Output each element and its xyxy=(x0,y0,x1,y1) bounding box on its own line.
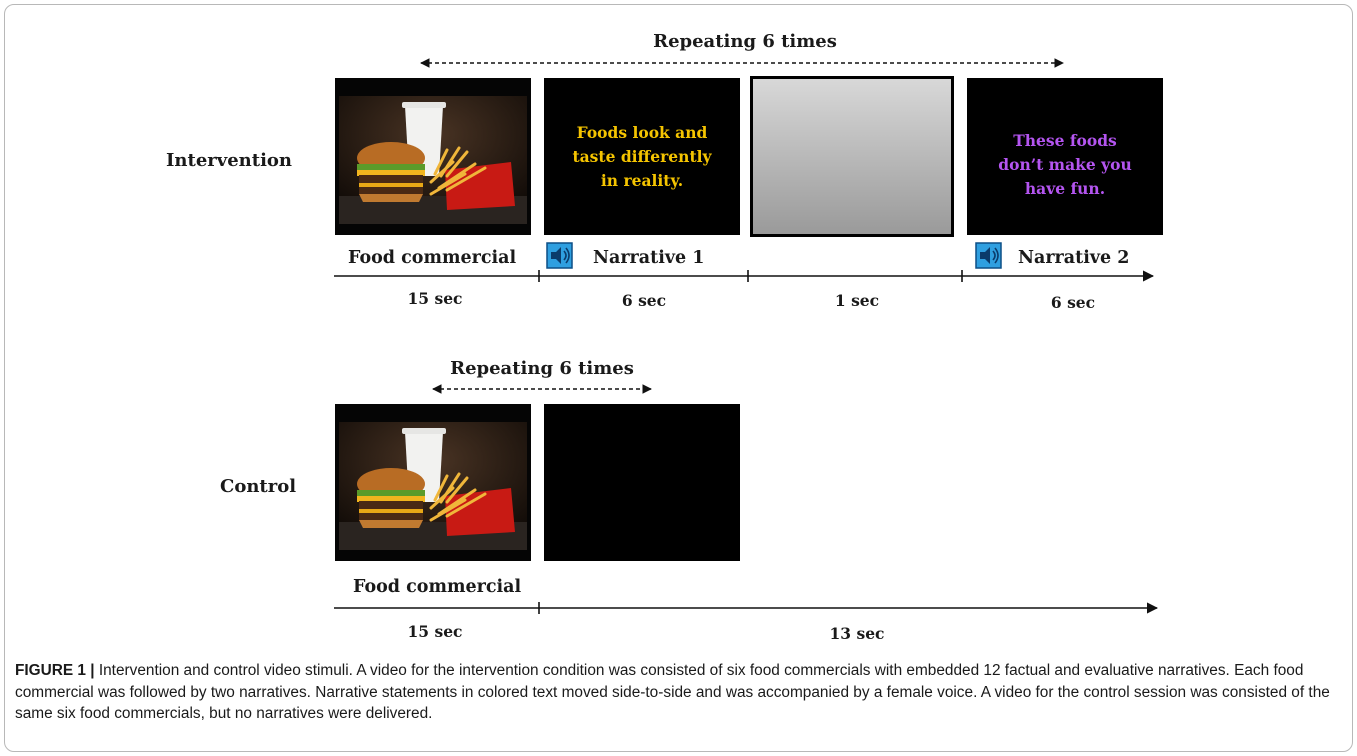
duration-label: 6 sec xyxy=(622,291,666,310)
narrative-2-line: have fun. xyxy=(1025,179,1105,198)
segment-label-food-commercial: Food commercial xyxy=(353,577,521,597)
food-commercial-image xyxy=(333,76,533,237)
figure-caption: FIGURE 1 | Intervention and control vide… xyxy=(15,660,1335,725)
row-label-intervention: Intervention xyxy=(166,150,292,171)
figure-label: FIGURE 1 | xyxy=(15,662,95,679)
row-label-control: Control xyxy=(220,476,296,497)
narrative-2-line: don’t make you xyxy=(998,155,1131,174)
figure-frame: Repeating 6 times Intervention Foods loo… xyxy=(4,4,1353,752)
timeline-ticks xyxy=(538,270,963,282)
narrative-1-line: taste differently xyxy=(572,147,712,166)
caption-text: Intervention and control video stimuli. … xyxy=(15,662,1330,722)
narrative-2-panel: These foods don’t make you have fun. xyxy=(967,78,1163,235)
repeat-label-intervention: Repeating 6 times xyxy=(653,31,837,52)
speaker-icon xyxy=(546,242,573,269)
segment-label-narrative-1: Narrative 1 xyxy=(593,248,704,268)
speaker-icon xyxy=(975,242,1002,269)
narrative-1-line: Foods look and xyxy=(577,123,708,142)
black-panel xyxy=(544,404,740,561)
duration-label: 15 sec xyxy=(408,622,463,641)
segment-label-narrative-2: Narrative 2 xyxy=(1018,248,1129,268)
duration-label: 13 sec xyxy=(830,624,885,643)
figure-diagram: Repeating 6 times Intervention Foods loo… xyxy=(166,31,1163,643)
repeat-label-control: Repeating 6 times xyxy=(450,358,634,379)
segment-label-food-commercial: Food commercial xyxy=(348,248,516,268)
duration-label: 1 sec xyxy=(835,291,879,310)
narrative-1-line: in reality. xyxy=(601,171,683,190)
narrative-2-line: These foods xyxy=(1013,131,1117,150)
duration-label: 6 sec xyxy=(1051,293,1095,312)
duration-label: 15 sec xyxy=(408,289,463,308)
narrative-1-panel: Foods look and taste differently in real… xyxy=(544,78,740,235)
food-commercial-image xyxy=(333,402,533,563)
blank-grey-panel xyxy=(750,76,954,237)
